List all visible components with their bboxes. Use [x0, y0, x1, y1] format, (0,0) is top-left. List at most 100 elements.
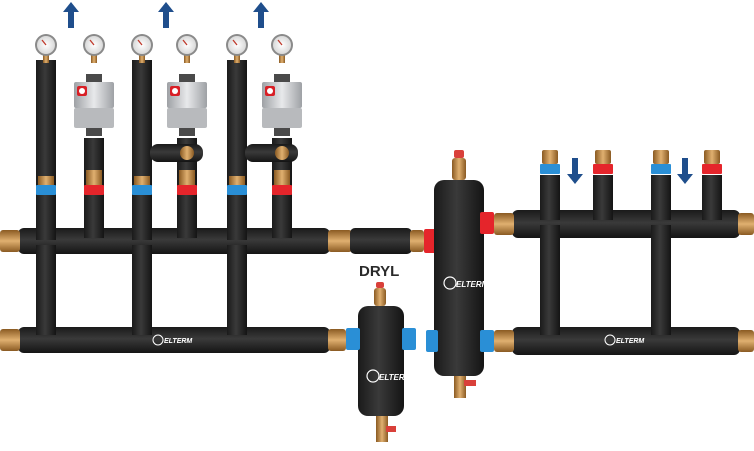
circuit-1-supply-gauge-stem: [91, 55, 97, 63]
pressure-gauge-icon: [176, 34, 198, 63]
circuit-3-pump-top-coupling: [274, 74, 290, 84]
right-outlet-1: [540, 150, 560, 220]
circuit-1-return-gauge-needle: [41, 39, 47, 46]
circuit-1-supply-fitting: [86, 170, 102, 185]
circuit-2-return-gauge-needle: [137, 39, 143, 46]
circuit-2-mixing-valve: [180, 146, 194, 160]
dryl-brand-logo: ELTERM: [366, 369, 412, 383]
left-manifold: ELTERM: [0, 228, 346, 353]
dryl-drain-valve: [376, 416, 388, 442]
right-outlet-2-pipe: [593, 175, 613, 220]
right-connector-2: [651, 225, 671, 335]
right-manifold: ELTERM: [494, 210, 754, 355]
dryl-brand-text: ELTERM: [379, 373, 412, 382]
circuit-2-supply-collar: [177, 185, 197, 195]
circuit-1-supply-collar: [84, 185, 104, 195]
dryl-separator: DRYL ELTERM: [346, 263, 416, 442]
elterm-logo-icon: [604, 334, 616, 346]
arrow-up-icon-shaft: [163, 12, 169, 28]
left-brand-logo: ELTERM: [152, 334, 192, 346]
circuit-2-pump-top-coupling: [179, 74, 195, 84]
right-outlet-3-pipe: [651, 175, 671, 220]
circuit-3-mixing-valve: [275, 146, 289, 160]
circuit-2-pump: [167, 74, 207, 136]
left-return-header-left-fitting: [0, 329, 20, 351]
circuit-3-pump-badge-dot: [267, 88, 273, 94]
arrow-down-icon: [567, 158, 583, 184]
separator-inlet-hot: [480, 212, 494, 234]
circuit-3-mixing-bypass: [245, 144, 298, 162]
dryl-body: [358, 306, 404, 416]
elterm-logo-icon: [366, 369, 380, 383]
separator-air-vent-cap: [454, 150, 464, 158]
dryl-air-vent: [374, 288, 386, 306]
circuit-3-supply-fitting: [274, 170, 290, 185]
right-outlet-1-pipe: [540, 175, 560, 220]
circuit-1-return-fitting: [38, 176, 54, 185]
arrow-up-icon-head: [253, 2, 269, 12]
right-outlet-2-collar: [593, 164, 613, 174]
circuit-2-return-riser: [132, 60, 152, 240]
separator-connection: [340, 228, 438, 254]
circuit-2-pump-badge-dot: [172, 88, 178, 94]
arrow-up-icon-head: [158, 2, 174, 12]
right-supply-header-left-fitting: [494, 213, 514, 235]
circuit-3-pump: [262, 74, 302, 136]
left-return-header: [18, 327, 330, 353]
arrow-up-icon: [253, 2, 269, 28]
right-outlet-2: [593, 150, 613, 220]
elterm-logo-icon: [443, 276, 457, 290]
right-return-header-right-fitting: [738, 330, 754, 352]
circuit-2: [131, 34, 207, 240]
arrow-up-icon-head: [63, 2, 79, 12]
circuit-1-pump-top-coupling: [86, 74, 102, 84]
circuit-3-supply-gauge-needle: [277, 39, 283, 46]
arrow-down-icon: [677, 158, 693, 184]
heating-circuits: [35, 34, 302, 240]
connection-pipe: [350, 228, 412, 254]
arrow-up-icon-shaft: [68, 12, 74, 28]
circuit-2-supply-fitting: [179, 170, 195, 185]
pressure-gauge-icon: [226, 34, 248, 63]
separator-air-vent: [452, 158, 466, 180]
arrow-down-icon-shaft: [572, 158, 578, 174]
left-supply-header-left-fitting: [0, 230, 20, 252]
left-return-header-right-fitting: [328, 329, 346, 351]
dryl-drain-handle: [386, 426, 396, 432]
circuit-2-pump-motor: [167, 108, 207, 128]
circuit-1-supply-gauge-needle: [89, 39, 95, 46]
circuit-3-supply-collar: [272, 185, 292, 195]
connection-fitting-right: [410, 230, 424, 252]
circuit-2-pump-bottom-coupling: [179, 128, 195, 136]
circuit-2-return-collar: [132, 185, 152, 195]
pressure-gauge-icon: [83, 34, 105, 63]
hydraulic-separator: ELTERM: [426, 150, 494, 398]
separator-drain-handle: [464, 380, 476, 386]
pressure-gauge-icon: [35, 34, 57, 63]
circuit-2-mixing-bypass: [150, 144, 203, 162]
circuit-3-return-riser: [227, 60, 247, 240]
arrow-down-icon-shaft: [682, 158, 688, 174]
right-return-header-left-fitting: [494, 330, 514, 352]
circuit-1: [35, 34, 114, 240]
left-connector-2: [132, 245, 152, 335]
circuit-3-return-fitting: [229, 176, 245, 185]
dryl-inlet-right: [402, 328, 416, 350]
circuit-1-pump: [74, 74, 114, 136]
arrow-down-icon-head: [677, 174, 693, 184]
arrow-up-icon-shaft: [258, 12, 264, 28]
circuit-3: [226, 34, 302, 240]
circuit-1-pump-motor: [74, 108, 114, 128]
separator-inlet-cold: [426, 330, 438, 352]
circuit-2-return-fitting: [134, 176, 150, 185]
arrow-up-icon: [63, 2, 79, 28]
separator-body: [434, 180, 484, 376]
right-outlet-1-collar: [540, 164, 560, 174]
circuit-1-pump-bottom-coupling: [86, 128, 102, 136]
right-brand-text: ELTERM: [616, 338, 644, 345]
right-outlet-3: [651, 150, 671, 220]
circuit-2-return-gauge-stem: [139, 55, 145, 63]
right-supply-header-right-fitting: [738, 213, 754, 235]
left-connector-1: [36, 245, 56, 335]
